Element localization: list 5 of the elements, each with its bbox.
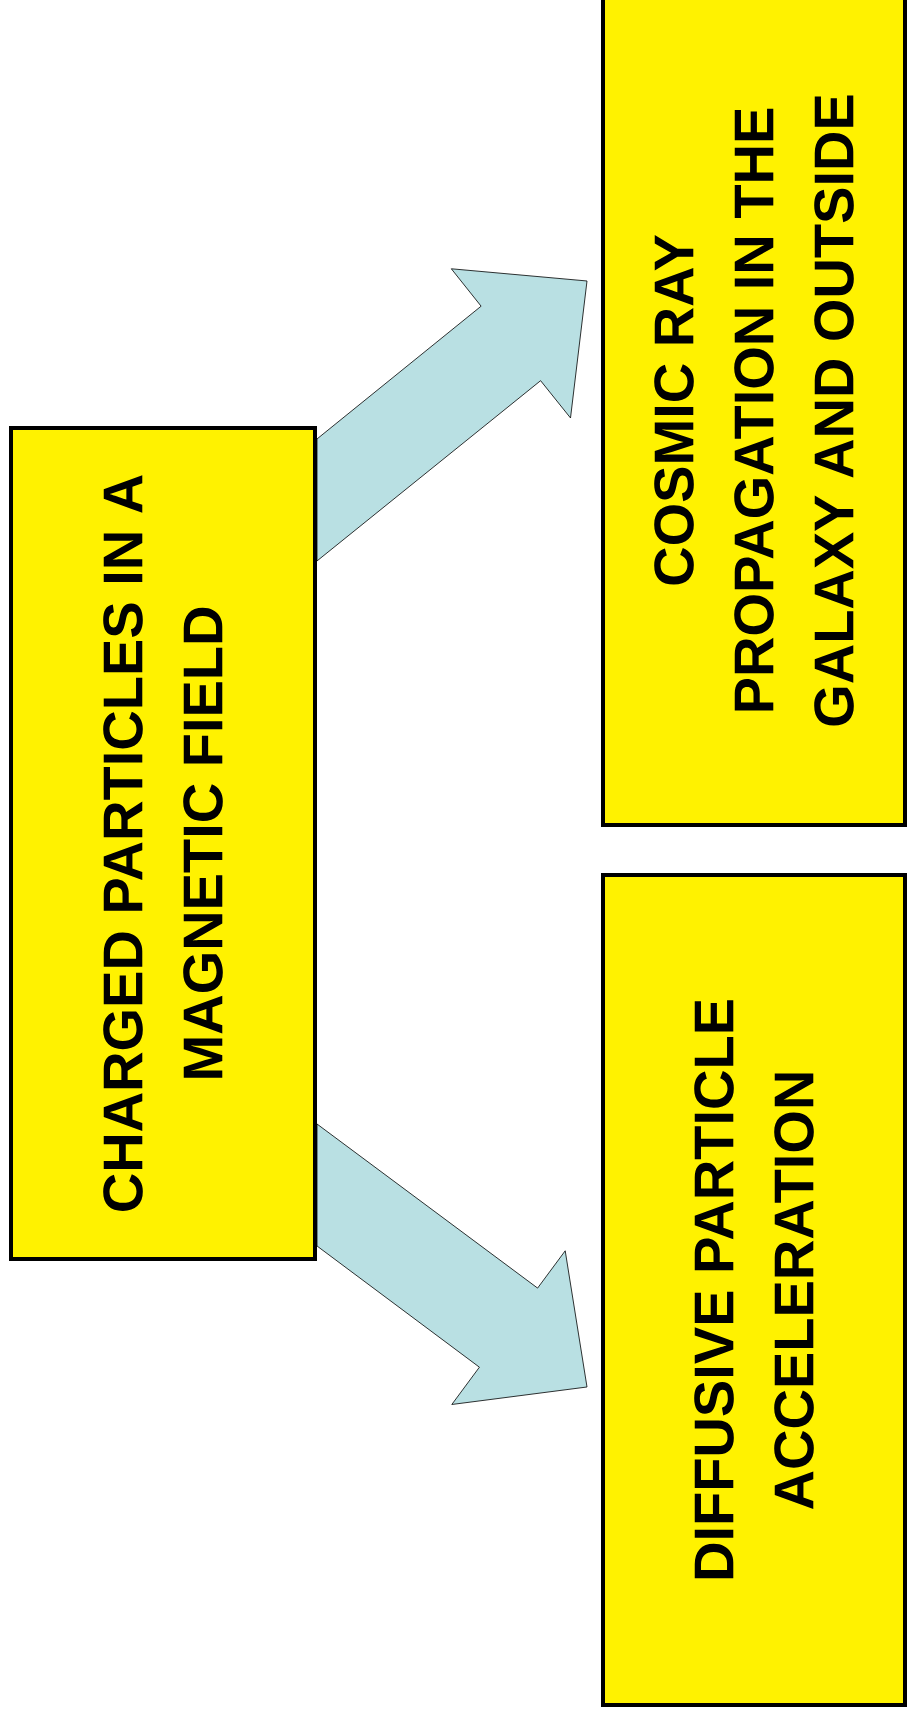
block-arrow bbox=[316, 268, 588, 562]
process-box: COSMIC RAY PROPAGATION IN THE GALAXY AND OUTSIDE bbox=[601, 0, 907, 827]
block-arrow bbox=[316, 1123, 588, 1405]
process-box: CHARGED PARTICLES IN A MAGNETIC FIELD bbox=[9, 426, 317, 1261]
process-box: DIFFUSIVE PARTICLE ACCELERATION bbox=[601, 873, 907, 1707]
